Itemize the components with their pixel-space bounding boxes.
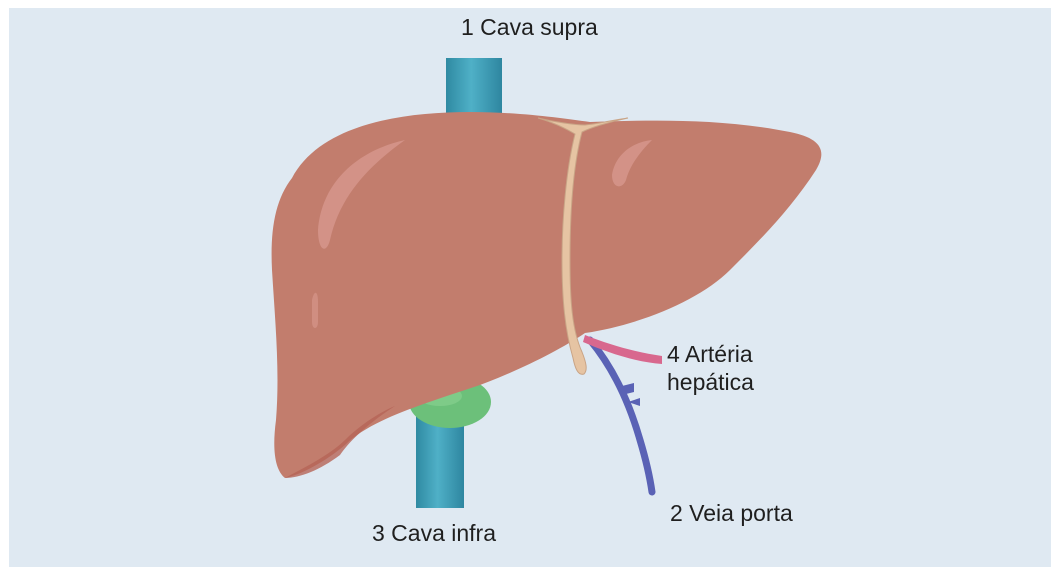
label-veia-porta: 2 Veia porta [670, 500, 793, 527]
label-cava-infra: 3 Cava infra [372, 520, 496, 547]
label-arteria-hepatica: 4 Artéria hepática [667, 340, 754, 396]
portal-vein [590, 340, 652, 492]
liver-highlight-edge [312, 293, 318, 328]
label-arteria-line2: hepática [667, 368, 754, 396]
label-cava-supra: 1 Cava supra [461, 14, 598, 41]
label-arteria-line1: 4 Artéria [667, 340, 754, 368]
